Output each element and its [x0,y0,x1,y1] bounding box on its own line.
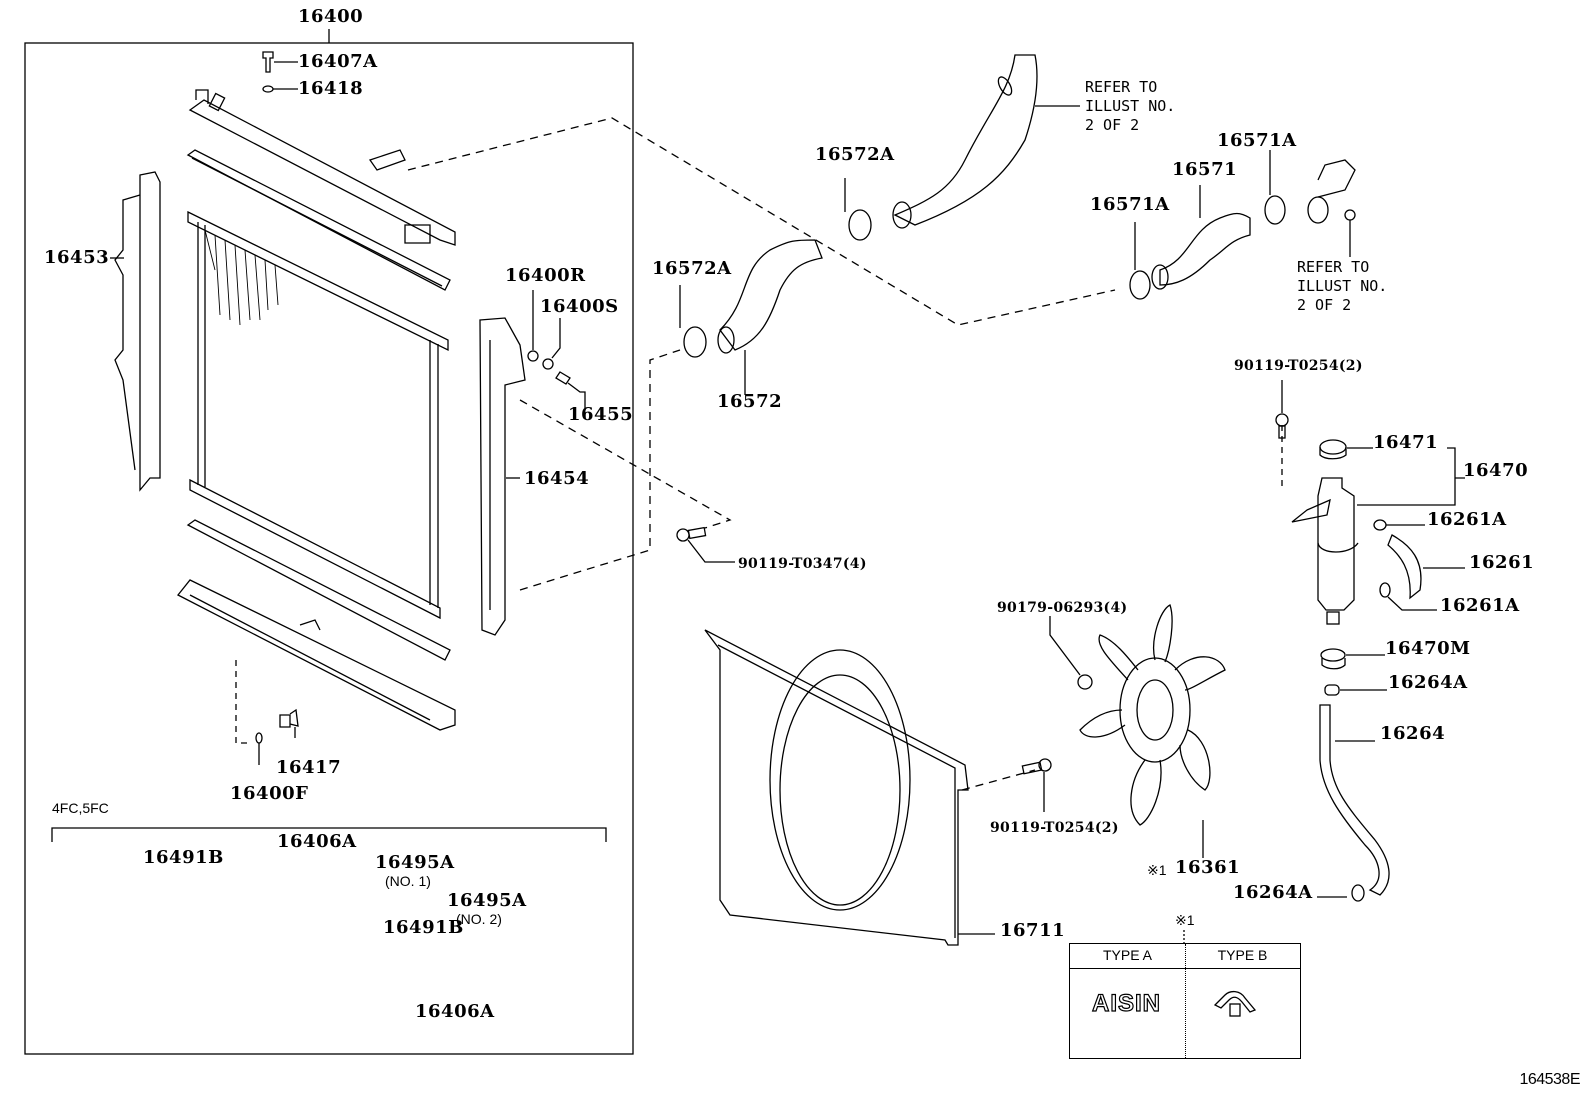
label-16572A-lower: 16572A [652,258,732,279]
label-90119-T0347: 90119-T0347(4) [738,556,867,572]
clamp-16572A-lower [679,285,707,358]
clamp-16572A-upper [844,178,872,241]
radiator-lower-tank [176,579,456,731]
label-16264A-upper: 16264A [1388,672,1468,693]
aisin-logo: AISIN [1091,989,1162,1017]
hose-16261 [1373,519,1465,611]
label-16491B-2: 16491B [383,917,464,938]
label-16491B-1: 16491B [143,847,224,868]
label-90119-T0254-reservoir: 90119-T0254(2) [1234,358,1363,374]
label-16571A-lower: 16571A [1090,194,1170,215]
part-16400F-icon [235,660,263,765]
label-16406A-2: 16406A [415,1001,495,1022]
diagram-id: 164538E [1519,1071,1580,1088]
lower-gasket [186,519,451,661]
label-16711: 16711 [1000,920,1066,941]
label-16264A-lower: 16264A [1233,882,1313,903]
label-16455: 16455 [568,404,634,425]
label-16400F: 16400F [230,783,309,804]
label-16400: 16400 [298,6,364,27]
label-16261: 16261 [1469,552,1535,573]
label-90119-T0254-fan: 90119-T0254(2) [990,820,1119,836]
part-16417-icon [279,708,299,738]
clamp-16571A-upper [1264,150,1286,225]
grommet-16470M [1320,648,1385,670]
type-b-symbol-icon [1213,990,1257,1017]
label-16261A-lower: 16261A [1440,595,1520,616]
label-16361: 16361 [1175,857,1241,878]
radiator-upper-tank [188,89,456,246]
reservoir-tank-16470 [1291,447,1465,625]
shroud-bolt-route [961,769,1036,791]
label-16495A-1: 16495A [375,852,455,873]
part-16400R-icon [527,290,539,362]
group-box-16400 [24,42,634,1055]
type-b-header: TYPE B [1217,947,1268,963]
label-16470: 16470 [1463,460,1529,481]
water-outlet-pipe [892,54,1080,229]
label-16407A: 16407A [298,51,378,72]
label-16571: 16571 [1172,159,1238,180]
lower-hose-route [519,349,681,591]
part-90119-T0347-icon [676,526,735,563]
type-table: TYPE A TYPE B AISIN [1069,943,1301,1059]
part-16418-icon [262,85,298,93]
part-16400S-icon [542,318,561,370]
label-16572: 16572 [717,391,783,412]
subgroup-bracket [51,827,607,842]
reservoir-bolt [1275,380,1289,439]
type-a-header: TYPE A [1102,947,1153,963]
label-16453: 16453 [44,247,110,268]
part-90119-T0254-fan-icon [1021,758,1052,812]
bracket-bolt-route [519,399,732,529]
side-bracket-16454 [479,317,526,636]
label-16417: 16417 [276,757,342,778]
part-16407A-icon [262,51,298,73]
label-16261A-upper: 16261A [1427,509,1507,530]
label-16406A-1: 16406A [277,831,357,852]
thermostat-housing [1307,159,1356,257]
clamp-16571A-lower [1129,222,1151,300]
label-16470M: 16470M [1385,638,1471,659]
type-table-mark: ※1 [1175,912,1195,928]
radiator-core [187,210,449,620]
label-16495A-2: 16495A [447,890,527,911]
label-16471: 16471 [1373,432,1439,453]
part-16455-icon [555,371,586,408]
reference-note-lower: REFER TO ILLUST NO. 2 OF 2 [1297,258,1388,314]
side-bracket-16453 [110,171,161,492]
reference-note-upper: REFER TO ILLUST NO. 2 OF 2 [1085,78,1176,134]
label-90179-06293: 90179-06293(4) [997,600,1128,616]
label-16572A-upper: 16572A [815,144,895,165]
label-16454: 16454 [524,468,590,489]
hose-16571 [1151,185,1251,290]
upper-hose-route [407,117,1116,326]
clip-16264A-upper [1324,684,1387,696]
upper-gasket [186,149,451,291]
label-16361-mark: ※1 [1147,862,1167,878]
label-subgroup-4FC-5FC: 4FC,5FC [52,800,109,816]
fan-16361 [1079,604,1226,858]
reservoir-cap-16471 [1319,439,1373,460]
label-16264: 16264 [1380,723,1446,744]
label-16495A-2-note: (NO. 2) [456,911,502,927]
label-16495A-1-note: (NO. 1) [385,873,431,889]
hose-16572 [717,239,823,395]
part-90179-06293-icon [1049,616,1093,690]
label-16571A-upper: 16571A [1217,130,1297,151]
label-16400R: 16400R [505,265,586,286]
label-16418: 16418 [298,78,364,99]
hose-16264 [1317,704,1390,902]
label-16400S: 16400S [540,296,619,317]
fan-shroud-16711 [704,629,995,946]
